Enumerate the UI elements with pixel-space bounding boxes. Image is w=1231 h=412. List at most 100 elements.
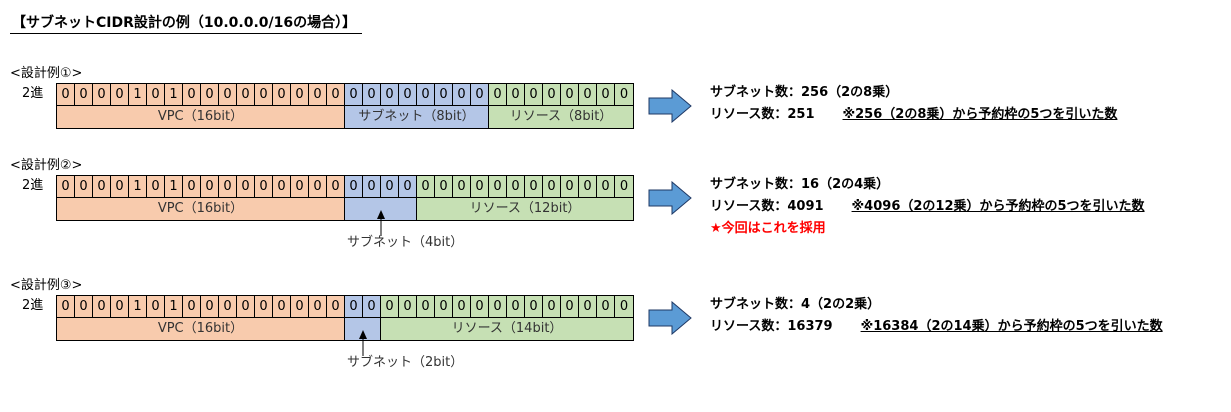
vpc-segment: VPC（16bit） xyxy=(57,198,345,220)
bit-cell: 0 xyxy=(435,176,453,197)
bit-cell: 0 xyxy=(363,176,381,197)
bit-cell: 0 xyxy=(147,84,165,105)
bit-cell: 0 xyxy=(543,176,561,197)
subnet-segment xyxy=(345,318,381,340)
bit-cell: 0 xyxy=(201,296,219,317)
segment-row: VPC（16bit）サブネット（8bit）リソース（8bit） xyxy=(56,106,634,129)
bit-cell: 0 xyxy=(489,84,507,105)
adopted-badge: ★今回はこれを採用 xyxy=(710,221,826,236)
resource-count-line: リソース数：4091 ※4096（2の12乗）から予約枠の5つを引いた数 xyxy=(710,196,1145,218)
bit-cell: 0 xyxy=(471,84,489,105)
bit-cell: 0 xyxy=(579,296,597,317)
bit-cell: 0 xyxy=(75,84,93,105)
bit-cell: 0 xyxy=(543,84,561,105)
bit-cell: 0 xyxy=(417,296,435,317)
bit-cell: 0 xyxy=(471,296,489,317)
bit-cell: 0 xyxy=(93,176,111,197)
bit-cell: 1 xyxy=(165,84,183,105)
bit-cell: 0 xyxy=(327,176,345,197)
bit-cell: 0 xyxy=(111,176,129,197)
example-label: <設計例①> xyxy=(10,66,83,81)
bit-cell: 0 xyxy=(489,296,507,317)
resource-segment: リソース（14bit） xyxy=(381,318,633,340)
bit-cell: 0 xyxy=(183,84,201,105)
bit-cell: 0 xyxy=(219,84,237,105)
bit-cell: 0 xyxy=(255,296,273,317)
bit-cell: 0 xyxy=(147,176,165,197)
example-label: <設計例③> xyxy=(10,278,83,293)
result-info: サブネット数：256（2の8乗） リソース数：251※256（2の8乗）から予約枠… xyxy=(710,82,1117,126)
right-arrow-icon xyxy=(648,301,692,335)
bit-cell: 0 xyxy=(291,296,309,317)
binary-row-label: 2進 xyxy=(22,298,44,313)
bit-cell: 0 xyxy=(561,84,579,105)
bit-cell: 1 xyxy=(129,176,147,197)
bit-cell: 0 xyxy=(579,84,597,105)
bit-cell: 0 xyxy=(507,296,525,317)
bit-cell: 0 xyxy=(381,176,399,197)
page-title: 【サブネットCIDR設計の例（10.0.0.0/16の場合）】 xyxy=(10,14,363,34)
bit-cell: 0 xyxy=(417,84,435,105)
bit-cell: 0 xyxy=(525,84,543,105)
bit-cell: 0 xyxy=(597,296,615,317)
bit-cell: 0 xyxy=(183,176,201,197)
subnet-label: サブネット（2bit） xyxy=(347,355,464,370)
bit-cell: 0 xyxy=(453,176,471,197)
bit-cell: 0 xyxy=(291,84,309,105)
subnet-count: サブネット数：256（2の8乗） xyxy=(710,85,899,100)
bit-cell: 0 xyxy=(273,296,291,317)
bit-cell: 0 xyxy=(453,84,471,105)
resource-count: リソース数：16379 xyxy=(710,319,833,334)
binary-row-label: 2進 xyxy=(22,178,44,193)
bit-cell: 0 xyxy=(345,84,363,105)
segment-row: VPC（16bit） リソース（12bit） xyxy=(56,198,634,221)
result-info: サブネット数：4（2の2乗） リソース数：16379 ※16384（2の14乗）から… xyxy=(710,294,1163,338)
subnet-count: サブネット数：16（2の4乗） xyxy=(710,177,890,192)
bit-cell: 0 xyxy=(381,84,399,105)
resource-segment: リソース（8bit） xyxy=(489,106,633,128)
bit-cell: 0 xyxy=(237,84,255,105)
bit-cell: 0 xyxy=(273,84,291,105)
bit-cell: 0 xyxy=(111,296,129,317)
bit-cell: 0 xyxy=(597,84,615,105)
bit-cell: 1 xyxy=(129,84,147,105)
subnet-count: サブネット数：4（2の2乗） xyxy=(710,297,881,312)
subnet-segment: サブネット（8bit） xyxy=(345,106,489,128)
bit-cell: 0 xyxy=(525,176,543,197)
bit-cell: 1 xyxy=(165,296,183,317)
bit-cell: 0 xyxy=(543,296,561,317)
bit-cell: 0 xyxy=(327,84,345,105)
bit-cell: 0 xyxy=(111,84,129,105)
resource-count-line: リソース数：251※256（2の8乗）から予約枠の5つを引いた数 xyxy=(710,104,1117,126)
bit-cell: 0 xyxy=(561,296,579,317)
resource-note: ※4096（2の12乗）から予約枠の5つを引いた数 xyxy=(851,199,1145,214)
bit-cell: 0 xyxy=(363,84,381,105)
bit-cell: 0 xyxy=(615,296,633,317)
bit-cell: 0 xyxy=(615,176,633,197)
bit-cell: 0 xyxy=(453,296,471,317)
resource-segment: リソース（12bit） xyxy=(417,198,633,220)
resource-count: リソース数：251 xyxy=(710,107,815,122)
bit-cell: 0 xyxy=(435,296,453,317)
bit-cell: 0 xyxy=(201,176,219,197)
bit-cell: 0 xyxy=(147,296,165,317)
bit-cell: 0 xyxy=(471,176,489,197)
bit-cell: 0 xyxy=(345,176,363,197)
result-info: サブネット数：16（2の4乗） リソース数：4091 ※4096（2の12乗）から予… xyxy=(710,174,1145,240)
bit-cell: 0 xyxy=(507,84,525,105)
bit-cell: 0 xyxy=(57,176,75,197)
up-arrow-icon xyxy=(359,330,367,356)
bit-cell: 0 xyxy=(381,296,399,317)
bit-cell: 0 xyxy=(597,176,615,197)
bit-cell: 0 xyxy=(327,296,345,317)
right-arrow-icon xyxy=(648,89,692,123)
resource-note: ※16384（2の14乗）から予約枠の5つを引いた数 xyxy=(860,319,1163,334)
binary-row-label: 2進 xyxy=(22,86,44,101)
bit-cell: 0 xyxy=(309,296,327,317)
bit-cell: 0 xyxy=(579,176,597,197)
bit-cell: 0 xyxy=(237,296,255,317)
bit-cell: 0 xyxy=(417,176,435,197)
resource-count: リソース数：4091 xyxy=(710,199,824,214)
bit-cell: 0 xyxy=(93,296,111,317)
